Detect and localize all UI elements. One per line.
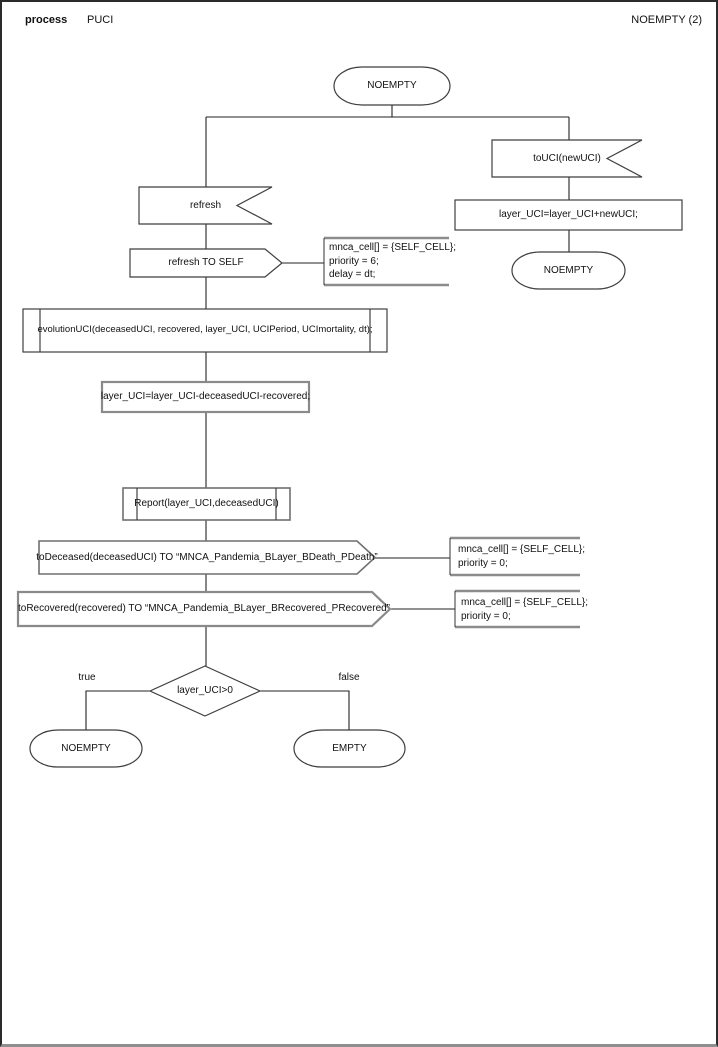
comment-deceased-text: mnca_cell[] = {SELF_CELL}; priority = 0; [458,543,585,570]
task-add-label: layer_UCI=layer_UCI+newUCI; [499,209,638,221]
state-after-touci-label: NOEMPTY [543,264,594,276]
start-state-label: NOEMPTY [367,80,417,92]
state-true-shape[interactable] [29,729,143,768]
task-add-shape[interactable] [454,199,683,231]
page-number-label: NOEMPTY (2) [631,14,702,26]
proc-evolution-label: evolutionUCI(deceasedUCI, recovered, lay… [37,324,373,336]
decision-shape[interactable] [148,665,262,717]
proc-report-shape[interactable] [122,487,291,521]
state-after-touci-shape[interactable] [511,251,626,290]
proc-report-label: Report(layer_UCI,deceasedUCI) [134,498,279,510]
state-false-shape[interactable] [293,729,406,768]
comment-refresh-bracket[interactable] [324,236,449,287]
proc-evolution-shape[interactable] [22,308,388,353]
output-deceased-shape[interactable] [38,540,377,575]
comment-recovered-line-1: mnca_cell[] = {SELF_CELL}; [461,597,589,608]
diagram-kind-label: process [25,14,68,26]
comment-recovered-line-2: priority = 0; [461,610,511,622]
comment-deceased-line-2: priority = 0; [458,557,508,569]
branch-false-label: false [338,671,360,683]
task-subtract-shape[interactable] [100,380,311,414]
comment-refresh-text: mnca_cell[] = {SELF_CELL}; priority = 6;… [329,241,456,282]
output-recovered-label: toRecovered(recovered) TO “MNCA_Pandemia… [17,603,391,615]
task-subtract-label: layer_UCI=layer_UCI-deceasedUCI-recovere… [100,391,311,403]
branch-true-label: true [78,671,96,683]
comment-deceased-bracket[interactable] [450,536,580,577]
input-touci-label: toUCI(newUCI) [533,152,601,164]
output-refresh-self-shape[interactable] [129,248,283,278]
comment-deceased-line-1: mnca_cell[] = {SELF_CELL}; [458,544,586,555]
start-state-shape[interactable] [333,66,451,106]
input-refresh-shape[interactable] [138,186,273,225]
proc-evolution-bars [39,309,371,352]
comment-refresh-line-3: delay = dt; [329,269,376,280]
input-touci-shape[interactable] [491,139,643,178]
output-refresh-self-label: refresh TO SELF [168,257,244,269]
state-true-label: NOEMPTY [61,742,111,754]
input-refresh-label: refresh [189,199,222,211]
comment-refresh-line-2: priority = 6; [329,255,379,267]
decision-label: layer_UCI>0 [177,685,233,697]
proc-report-bars [136,488,277,520]
comment-recovered-text: mnca_cell[] = {SELF_CELL}; priority = 0; [461,596,588,623]
state-false-label: EMPTY [332,742,367,754]
connector-decision-true [85,690,150,730]
comment-recovered-bracket[interactable] [455,589,580,629]
output-recovered-shape[interactable] [16,590,392,628]
output-deceased-label: toDeceased(deceasedUCI) TO “MNCA_Pandemi… [36,551,378,563]
comment-refresh-line-1: mnca_cell[] = {SELF_CELL}; [329,242,457,253]
process-name: PUCI [87,14,114,26]
connector-decision-false [260,690,350,730]
